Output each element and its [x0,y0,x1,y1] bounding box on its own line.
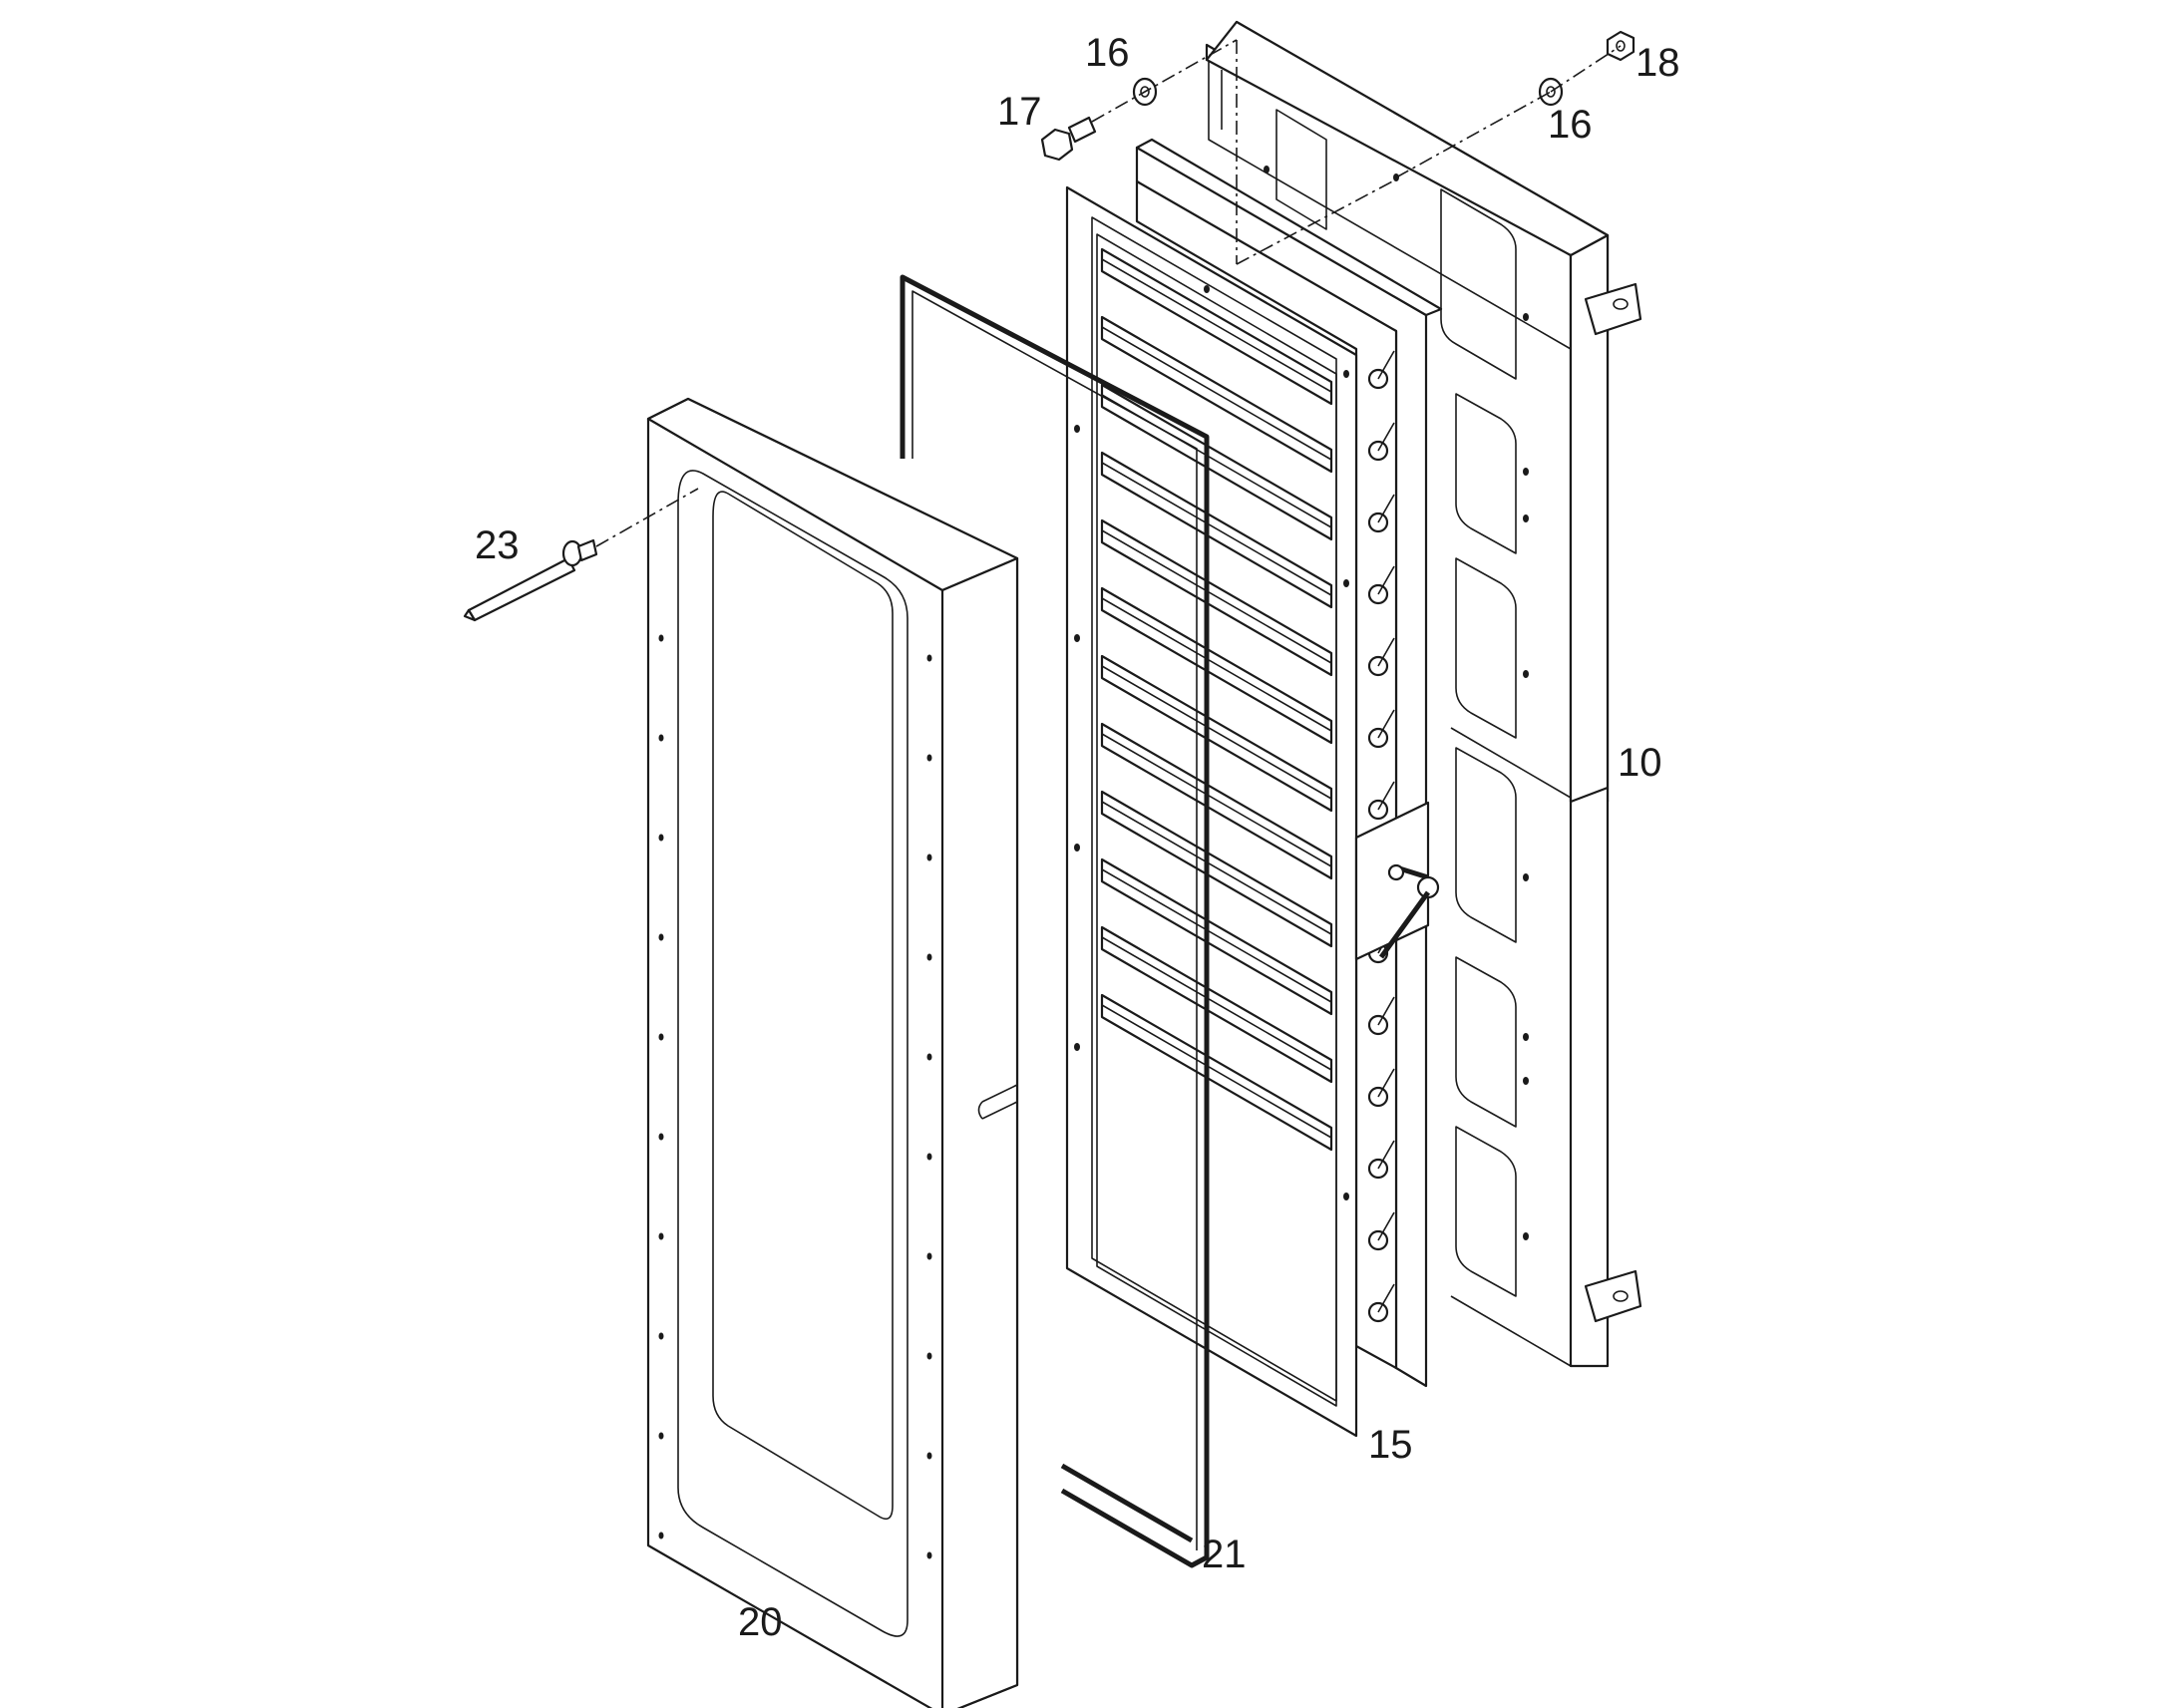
louver-blade-edge [1101,326,1332,461]
linkage-arm [1377,781,1395,811]
linkage-arm [1377,350,1395,380]
callout-18: 18 [1635,41,1680,85]
louver-blade [1100,857,1333,1016]
louver-blade [1100,451,1333,609]
louver-blade-edge [1101,597,1332,732]
callout-21: 21 [1202,1533,1247,1576]
louver-blade [1100,383,1333,541]
louver-blade [1100,790,1333,948]
linkage-arm [1377,1283,1395,1313]
frame-hole [926,1452,932,1460]
louver-blade [1100,247,1333,406]
louver-blade-edge [1101,665,1332,800]
frame-hole [658,1232,664,1240]
frame-hole [658,1133,664,1141]
linkage-arm [1377,709,1395,739]
louver-blade [1100,315,1333,474]
callout-16b: 16 [1548,103,1593,147]
linkage-arm [1377,422,1395,452]
linkage-arm [1377,996,1395,1026]
fastener-17-bolt [1040,116,1097,162]
frame-hole [926,953,932,961]
louver-blade [1100,722,1333,880]
part-15-louver-damper [1065,138,1443,1438]
frame-hole [926,854,932,861]
louver-blade [1100,925,1333,1084]
linkage-arm [1377,494,1395,523]
linkage-arm [1377,1211,1395,1241]
frame-hole [926,1551,932,1559]
part-20-outer-frame [646,397,1019,1708]
louver-blade-edge [1101,1004,1332,1139]
fastener-23-pin [463,538,598,622]
callout-20: 20 [738,1600,783,1644]
linkage-arm [1377,637,1395,667]
louver-blade [1100,654,1333,813]
frame-hole [658,834,664,842]
linkage-arm [1377,565,1395,595]
louver-blade-edge [1101,801,1332,935]
linkage-arm [1377,1140,1395,1170]
frame-hole [658,933,664,941]
louver-blade-edge [1101,936,1332,1071]
callout-23: 23 [475,523,520,567]
alignment-lines [595,39,1622,547]
callout-16a: 16 [1085,31,1130,75]
callout-10: 10 [1618,741,1662,785]
frame-hole [926,1053,932,1061]
louver-blade-edge [1101,258,1332,393]
louver-blade [1100,586,1333,745]
frame-hole [658,1432,664,1440]
frame-hole [658,1532,664,1539]
louver-blade-edge [1101,529,1332,664]
louver-blade-edge [1101,733,1332,867]
louver-blade-edge [1101,462,1332,596]
louver-blade [1100,518,1333,677]
callout-17: 17 [997,90,1042,134]
frame-hole [658,734,664,742]
frame-hole [926,654,932,662]
frame-hole [658,1332,664,1340]
louver-blade [1100,993,1333,1152]
louver-blade-edge [1101,868,1332,1003]
part-10-housing [1205,20,1642,1368]
frame-hole [926,1252,932,1260]
part-21-gasket [900,274,1210,1568]
linkage-arm [1377,1068,1395,1098]
frame-hole [926,1352,932,1360]
frame-hole [658,1033,664,1041]
callout-15: 15 [1368,1423,1413,1467]
frame-hole [658,634,664,642]
frame-hole [926,1153,932,1161]
frame-hole [926,754,932,762]
callout-labels: 10 15 16 16 17 18 20 21 23 [475,31,1680,1644]
